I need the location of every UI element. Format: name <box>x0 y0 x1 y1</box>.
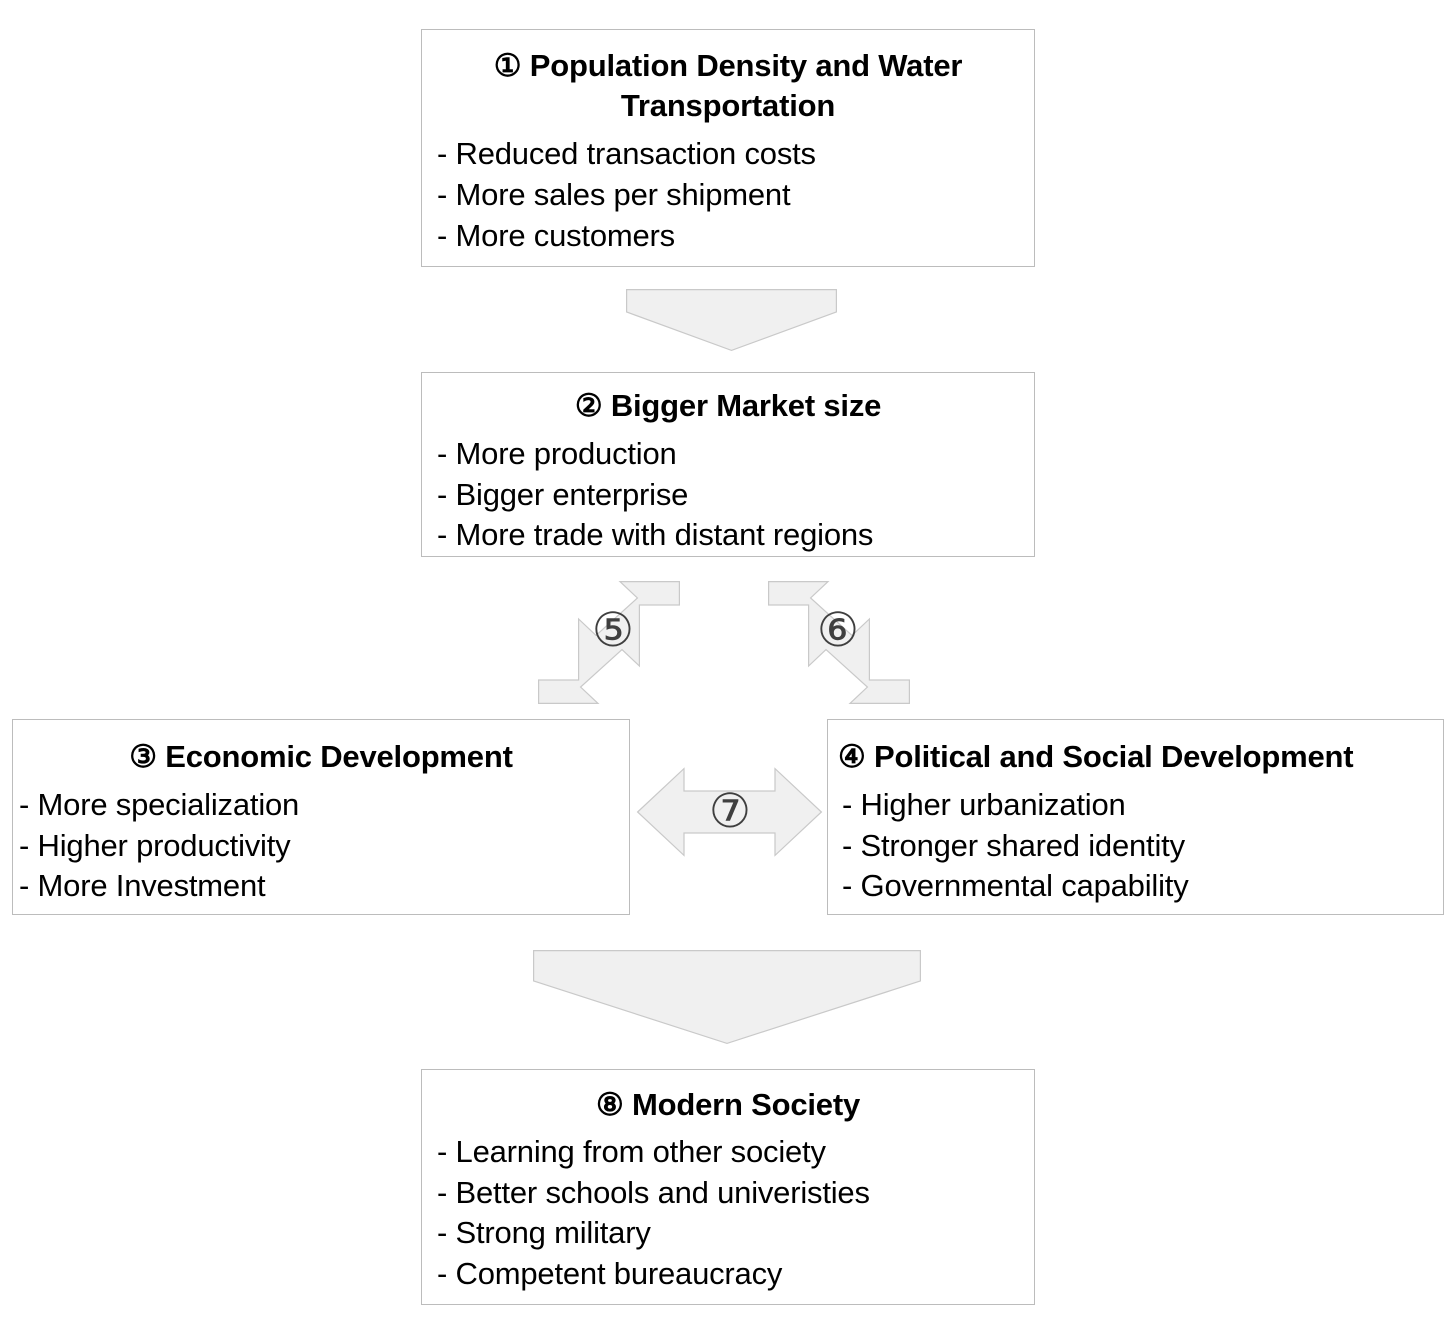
list-item: - Higher urbanization <box>842 786 1126 822</box>
chevron-down-arrow-1-to-2 <box>626 289 837 352</box>
chevron-down-arrow-to-8 <box>533 950 921 1045</box>
list-item: - More specialization <box>19 786 300 822</box>
list-item: - Reduced transaction costs <box>437 136 816 172</box>
node-title: ① Population Density and Water Transport… <box>493 48 963 123</box>
node-bullet-list: - Reduced transaction costs - More sales… <box>422 134 1034 257</box>
node-title: ⑧ Modern Society <box>595 1087 861 1122</box>
node-box-political-social-development[interactable]: ④ Political and Social Development - Hig… <box>827 719 1444 915</box>
node-box-economic-development[interactable]: ③ Economic Development - More specializa… <box>12 719 630 915</box>
list-item: - Governmental capability <box>842 868 1189 904</box>
list-item: - Stronger shared identity <box>842 827 1185 863</box>
node-title: ③ Economic Development <box>129 739 513 774</box>
double-arrow-diagonal-5 <box>538 581 680 705</box>
list-item: - More trade with distant regions <box>437 517 874 553</box>
node-bullet-list: - Higher urbanization - Stronger shared … <box>828 785 1443 908</box>
list-item: - More Investment <box>19 868 266 904</box>
list-item: - More sales per shipment <box>437 177 791 213</box>
list-item: - Higher productivity <box>19 827 291 863</box>
node-bullet-list: - More specialization - Higher productiv… <box>13 785 629 908</box>
list-item: - More production <box>437 435 677 471</box>
arrow-label-7: ⑦ <box>708 784 752 839</box>
node-box-modern-society[interactable]: ⑧ Modern Society - Learning from other s… <box>421 1069 1035 1305</box>
list-item: - Competent bureaucracy <box>437 1256 783 1292</box>
double-arrow-diagonal-6 <box>768 581 910 705</box>
list-item: - Learning from other society <box>437 1133 826 1169</box>
list-item: - Bigger enterprise <box>437 476 689 512</box>
node-box-population-density[interactable]: ① Population Density and Water Transport… <box>421 29 1035 267</box>
node-title: ② Bigger Market size <box>574 388 882 423</box>
arrow-label-6: ⑥ <box>816 603 860 658</box>
node-bullet-list: - More production - Bigger enterprise - … <box>422 434 1034 557</box>
list-item: - More customers <box>437 218 675 254</box>
arrow-label-5: ⑤ <box>591 603 635 658</box>
double-arrow-horizontal-7 <box>636 767 823 857</box>
node-bullet-list: - Learning from other society - Better s… <box>422 1132 1034 1296</box>
node-title: ④ Political and Social Development <box>838 739 1354 774</box>
list-item: - Strong military <box>437 1215 651 1251</box>
list-item: - Better schools and univeristies <box>437 1174 870 1210</box>
node-box-bigger-market-size[interactable]: ② Bigger Market size - More production -… <box>421 372 1035 557</box>
